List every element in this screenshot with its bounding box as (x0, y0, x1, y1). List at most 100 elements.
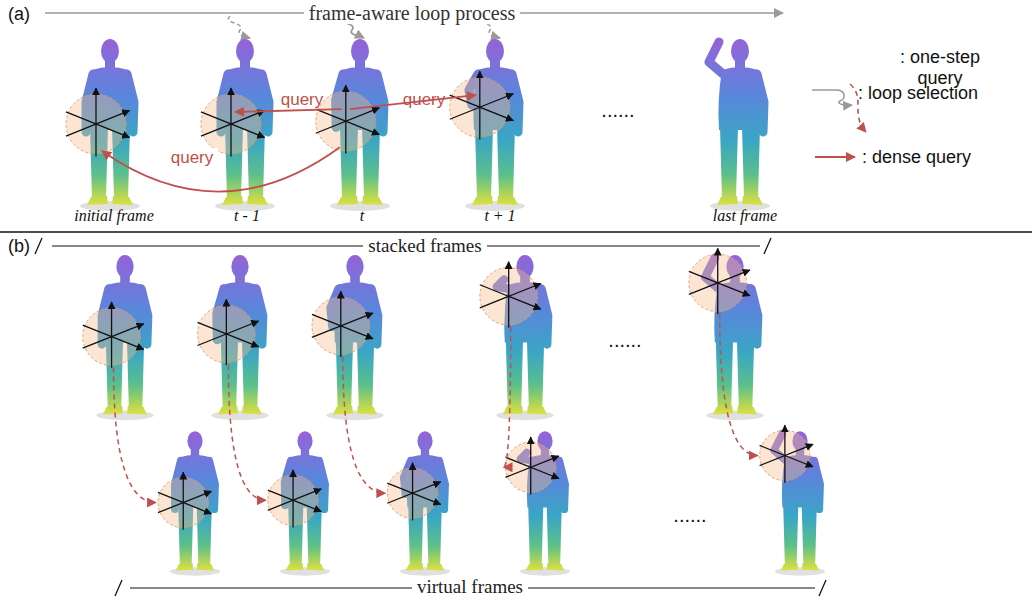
figure-head (187, 431, 202, 451)
figure-leg (497, 126, 515, 200)
figure-foot (197, 563, 215, 571)
local-axis (66, 111, 130, 136)
figure-foot (742, 196, 763, 205)
figure-foot (333, 406, 353, 415)
figure-foot (222, 196, 243, 205)
figure-leg (357, 339, 374, 410)
figure-foot (717, 196, 738, 205)
query-label-box: query (403, 90, 446, 110)
local-axis (450, 95, 514, 120)
frame-label: t (360, 207, 364, 224)
local-axis (316, 109, 380, 134)
figure-foot (526, 563, 544, 571)
panel-label: (a) (8, 4, 30, 24)
ellipsis: ...... (608, 329, 641, 351)
figure-foot (112, 196, 133, 205)
figure-leg (427, 504, 442, 566)
legend-sample (815, 156, 855, 158)
group-title: virtual frames (412, 576, 528, 597)
local-axis (226, 299, 227, 365)
figure-leg (720, 126, 738, 200)
human-figure (709, 39, 770, 211)
figure-leg (742, 126, 760, 200)
group-title: stacked frames (363, 235, 486, 256)
figure-foot (472, 196, 493, 205)
figure-leg (506, 339, 523, 410)
one-step-query-arrow (228, 365, 266, 500)
one-step-query-arrow (343, 357, 386, 493)
figure-foot (357, 406, 377, 415)
ellipsis-box: ...... (673, 504, 706, 527)
ellipsis: ...... (601, 99, 634, 121)
local-axis (387, 482, 440, 503)
figure-foot (547, 563, 565, 571)
local-axis (183, 472, 184, 529)
legend-text: : one-step query (900, 47, 980, 88)
figure-head (351, 39, 369, 63)
figure-foot (737, 406, 757, 415)
figure-foot (503, 406, 523, 415)
ellipsis-box: ...... (601, 99, 634, 122)
figure-head (486, 39, 504, 63)
local-axis (387, 483, 440, 504)
ellipsis-box: ...... (608, 329, 641, 352)
figure-arm (709, 42, 723, 74)
frame-label: t - 1 (234, 207, 260, 224)
loop-selection-arrow (228, 16, 250, 38)
local-axis (508, 262, 509, 328)
figure-foot (802, 563, 820, 571)
local-axis (201, 111, 265, 136)
group-title-box: stacked frames (363, 235, 486, 257)
figure-arm (209, 461, 215, 510)
local-axis (717, 248, 718, 314)
bracket (115, 580, 122, 596)
one-step-query-arrow (504, 327, 511, 467)
local-axis (268, 490, 321, 511)
figure-foot (176, 563, 194, 571)
figure-arm (439, 461, 445, 510)
frame-label-box: t (360, 207, 364, 225)
local-axis (268, 489, 321, 510)
separator-line (0, 231, 1032, 233)
local-axis (316, 108, 380, 133)
query-label: query (281, 90, 324, 109)
legend-text: : dense query (862, 147, 971, 167)
local-axis (292, 470, 293, 527)
figure-arm (256, 289, 263, 345)
figure-head (236, 39, 254, 63)
figure-foot (218, 406, 238, 415)
panel-label-box: (b) (8, 236, 30, 257)
local-axis (480, 283, 541, 307)
figure-arm (512, 74, 519, 132)
legend-sample (812, 90, 852, 105)
query-label-box: query (281, 90, 324, 110)
local-axis (479, 71, 480, 139)
frame-label-box: last frame (713, 207, 777, 225)
local-axis (689, 270, 750, 294)
frame-label: last frame (713, 207, 777, 224)
figure-head (731, 39, 749, 63)
figure-arm (541, 289, 548, 345)
panel-label: (b) (8, 236, 30, 256)
figure-arm (559, 461, 565, 510)
figure-arm (757, 74, 764, 132)
dense-query-arrow (102, 147, 340, 191)
figure-arm (814, 461, 820, 510)
figure-arm (262, 74, 269, 132)
bracket (764, 238, 771, 254)
local-axis (83, 324, 144, 348)
query-label: query (166, 148, 219, 167)
local-axis (312, 313, 373, 337)
local-axis (83, 325, 144, 349)
local-axis (412, 463, 413, 520)
figure-foot (103, 406, 123, 415)
figure-foot (527, 406, 547, 415)
bracket (819, 580, 826, 596)
bracket (35, 238, 42, 254)
legend-text-box: : dense query (862, 147, 971, 168)
figure-head (101, 39, 119, 63)
figure-head (231, 255, 248, 278)
figure-foot (87, 196, 108, 205)
ellipsis: ...... (673, 504, 706, 526)
figure-leg (783, 504, 798, 566)
